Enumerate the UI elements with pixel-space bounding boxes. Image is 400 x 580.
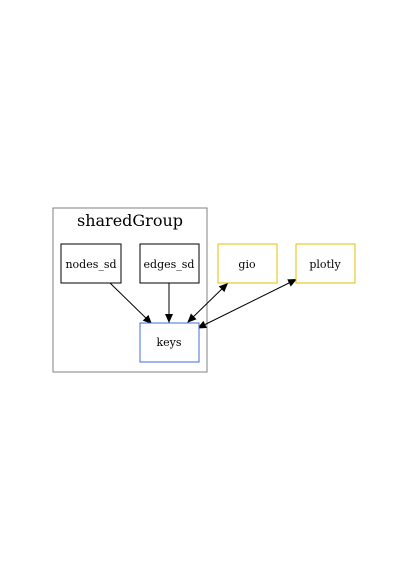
cluster-label: sharedGroup [77, 211, 183, 230]
node-keys: keys [139, 322, 200, 363]
node-gio-label: gio [238, 258, 256, 271]
edge-plotly-keys [197, 278, 298, 329]
edges [109, 278, 298, 329]
node-keys-box [139, 322, 200, 363]
node-edges-sd-box [139, 243, 200, 284]
node-nodes-sd: nodes_sd [60, 243, 122, 284]
node-nodes-sd-label: nodes_sd [65, 258, 116, 271]
node-nodes-sd-box [60, 243, 122, 284]
node-gio-box [217, 243, 278, 284]
node-gio: gio [217, 243, 278, 284]
node-plotly: plotly [295, 243, 356, 284]
edge-nodes-sd-to-keys [109, 282, 153, 325]
node-keys-label: keys [156, 336, 181, 349]
node-plotly-label: plotly [309, 258, 341, 271]
node-plotly-box [295, 243, 356, 284]
node-edges-sd-label: edges_sd [144, 258, 195, 271]
node-edges-sd: edges_sd [139, 243, 200, 284]
